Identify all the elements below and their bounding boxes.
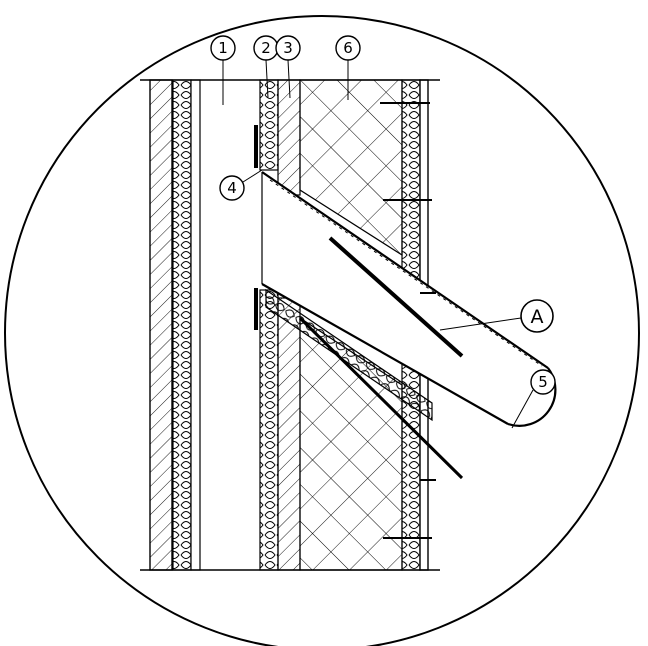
left-brick-leaf [149,79,173,571]
detail-circle-frame [4,15,640,646]
flue-pipe-top-edge [261,171,549,369]
callout-3-label: 3 [283,39,293,57]
left-inner-leaf [190,79,201,571]
right-brick-upper [277,79,301,196]
callout-1-label: 1 [218,39,228,57]
callout-A-label: A [531,306,544,328]
sloped-insulation-lower [265,288,433,422]
section-content [140,79,557,571]
callout-5-label: 5 [538,373,548,391]
left-insulation [172,79,192,571]
callout-6: 6 [335,35,361,100]
flue-pipe-body [262,172,556,426]
callout-3: 3 [275,35,301,99]
callout-2-label: 2 [261,39,271,57]
right-insulation-lower [259,289,279,571]
flashing-top [328,236,464,358]
callout-4-label: 4 [227,179,237,197]
fixings [380,102,436,539]
flashing-bottom [298,316,464,480]
callout-1: 1 [210,35,236,105]
flue-pipe-bottom-edge [261,283,509,425]
callout-A: A [439,299,554,333]
flue-lining-line [269,179,543,367]
right-brick-lower [277,297,301,571]
callout-5: 5 [511,369,556,429]
right-insulation-upper [259,79,279,171]
callout-6-label: 6 [343,39,353,57]
callout-4: 4 [219,169,263,201]
